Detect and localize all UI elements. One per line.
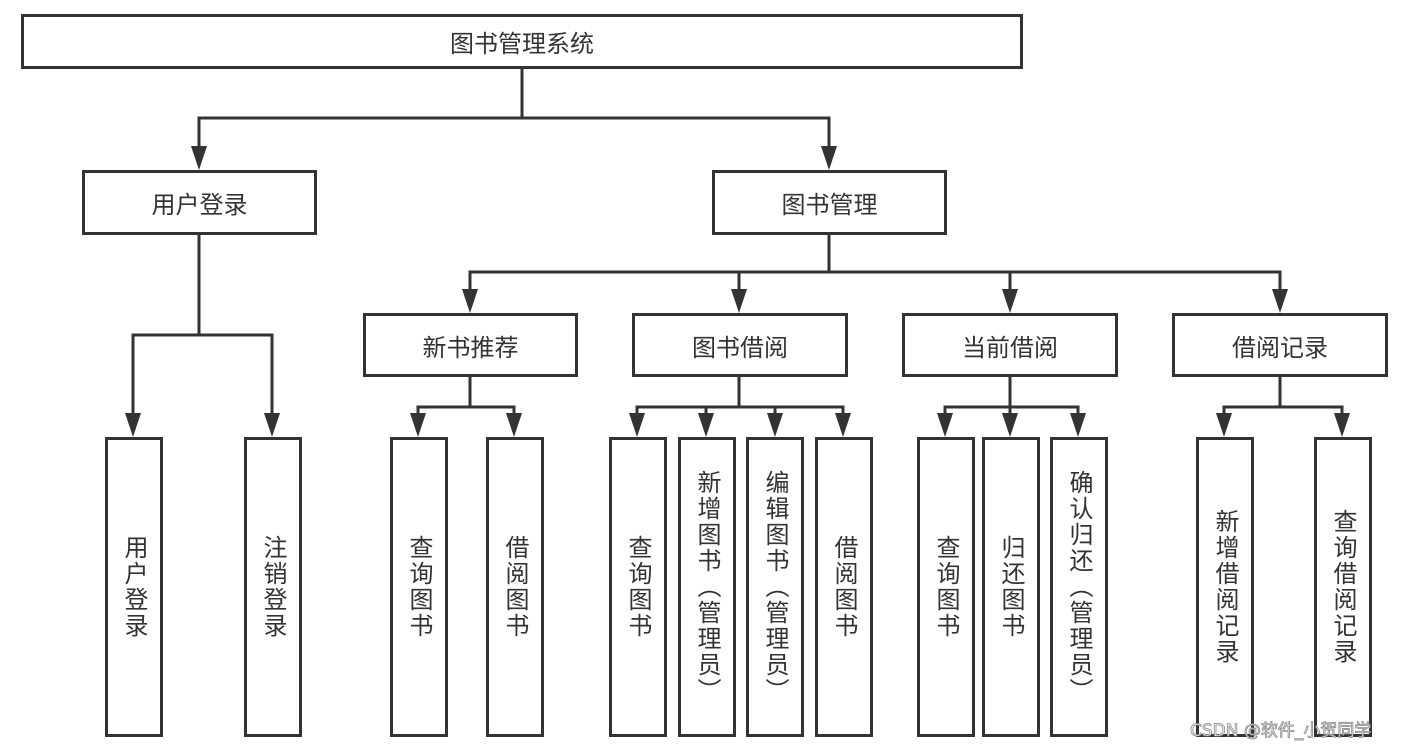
leaf-node: 查询图书 (917, 437, 975, 737)
leaf-node: 借阅图书 (486, 437, 544, 737)
leaf-node: 查询借阅记录 (1314, 437, 1372, 737)
node-book-management: 图书管理 (712, 170, 947, 235)
arrowhead-icon (1272, 289, 1288, 313)
arrowhead-icon (1002, 289, 1018, 313)
node-label: 查询借阅记录 (1329, 509, 1357, 665)
leaf-node: 新增借阅记录 (1196, 437, 1254, 737)
node-label: 新书推荐 (422, 333, 519, 362)
leaf-node: 用户登录 (105, 437, 163, 737)
node-book-borrow: 图书借阅 (632, 313, 848, 377)
arrowhead-icon (125, 413, 141, 437)
node-label: 查询图书 (405, 535, 433, 639)
arrowhead-icon (506, 413, 522, 437)
node-label: 图书管理系统 (450, 30, 594, 58)
node-borrow-records: 借阅记录 (1172, 313, 1388, 377)
arrowhead-icon (1216, 413, 1232, 437)
node-user-login: 用户登录 (82, 170, 317, 235)
node-label: 用户登录 (120, 535, 148, 639)
arrowhead-icon (462, 289, 478, 313)
arrowhead-icon (410, 413, 426, 437)
node-label: 当前借阅 (962, 333, 1058, 362)
arrowhead-icon (937, 413, 953, 437)
arrowhead-icon (1334, 413, 1350, 437)
node-label: 借阅图书 (830, 535, 858, 639)
arrowhead-icon (767, 413, 783, 437)
arrowhead-icon (698, 413, 714, 437)
arrowhead-icon (191, 146, 207, 170)
root-node: 图书管理系统 (21, 14, 1023, 69)
leaf-node: 确认归还（管理员） (1050, 437, 1108, 737)
arrowhead-icon (821, 146, 837, 170)
node-label: 查询图书 (932, 535, 960, 639)
node-label: 注销登录 (259, 535, 287, 639)
leaf-node: 查询图书 (390, 437, 448, 737)
node-label: 编辑图书（管理员） (761, 470, 789, 704)
arrowhead-icon (1070, 413, 1086, 437)
node-label: 用户登录 (151, 191, 248, 219)
node-label: 图书借阅 (692, 333, 788, 362)
leaf-node: 查询图书 (609, 437, 667, 737)
arrowhead-icon (731, 289, 747, 313)
leaf-node: 编辑图书（管理员） (746, 437, 804, 737)
leaf-node: 新增图书（管理员） (678, 437, 736, 737)
leaf-node: 注销登录 (244, 437, 302, 737)
arrowhead-icon (264, 413, 280, 437)
node-label: 确认归还（管理员） (1065, 470, 1093, 704)
arrowhead-icon (1002, 413, 1018, 437)
arrowhead-icon (629, 413, 645, 437)
node-current-borrow: 当前借阅 (902, 313, 1118, 377)
leaf-node: 归还图书 (982, 437, 1040, 737)
node-label: 新增图书（管理员） (693, 470, 721, 704)
node-label: 归还图书 (997, 535, 1025, 639)
node-label: 借阅图书 (501, 535, 529, 639)
node-label: 查询图书 (624, 535, 652, 639)
node-label: 借阅记录 (1232, 333, 1328, 362)
leaf-node: 借阅图书 (815, 437, 873, 737)
watermark: CSDN @软件_小贺同学 (1190, 721, 1372, 742)
node-label: 图书管理 (781, 191, 878, 219)
node-new-book-recommend: 新书推荐 (363, 313, 578, 377)
node-label: 新增借阅记录 (1211, 509, 1239, 665)
arrowhead-icon (835, 413, 851, 437)
